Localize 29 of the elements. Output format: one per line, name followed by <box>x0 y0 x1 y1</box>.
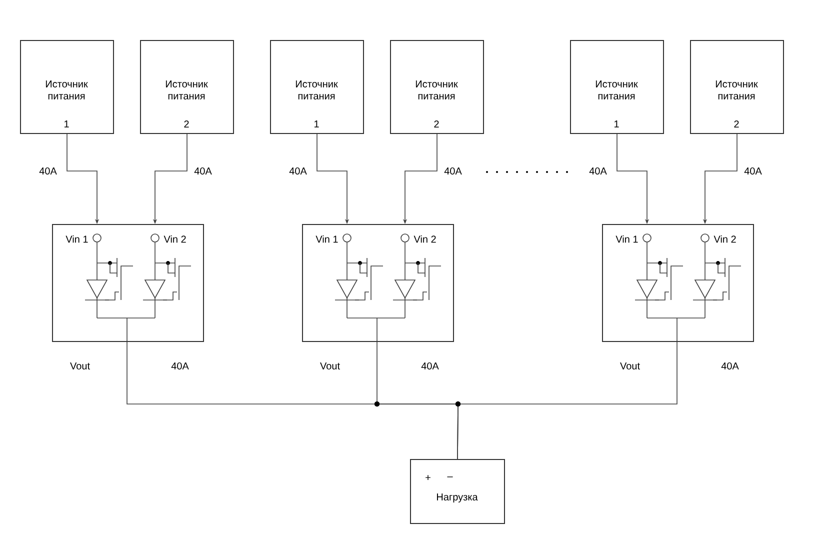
load-box: + – Нагрузка <box>410 459 505 524</box>
power-source-box: Источник питания 1 <box>20 40 114 134</box>
edge-label: 40A <box>743 166 763 176</box>
edge-label: 40A <box>443 166 463 176</box>
connector <box>457 342 678 460</box>
output-label: Vout <box>70 362 90 370</box>
output-label: 40A <box>421 362 439 370</box>
power-source-box: Источник питания 1 <box>270 40 364 134</box>
power-source-box: Источник питания 2 <box>390 40 484 134</box>
output-label: 40A <box>171 362 189 370</box>
output-label: 40A <box>721 362 739 370</box>
module-box <box>302 224 454 342</box>
module-box <box>52 224 204 342</box>
power-source-box: Источник питания 1 <box>570 40 664 134</box>
power-source-box: Источник питания 2 <box>140 40 234 134</box>
edge-label: 40A <box>288 166 308 176</box>
pin-label: Vin 2 <box>414 235 436 243</box>
pin-label: Vin 2 <box>164 235 186 243</box>
output-label: Vout <box>620 362 640 370</box>
module-box <box>602 224 754 342</box>
pin-label: Vin 1 <box>316 235 338 243</box>
output-label: Vout <box>320 362 340 370</box>
edge-label: 40A <box>588 166 608 176</box>
edge-label: 40A <box>193 166 213 176</box>
power-source-box: Источник питания 2 <box>690 40 784 134</box>
pin-label: Vin 1 <box>616 235 638 243</box>
edge-label: 40A <box>38 166 58 176</box>
pin-label: Vin 2 <box>714 235 736 243</box>
pin-label: Vin 1 <box>66 235 88 243</box>
